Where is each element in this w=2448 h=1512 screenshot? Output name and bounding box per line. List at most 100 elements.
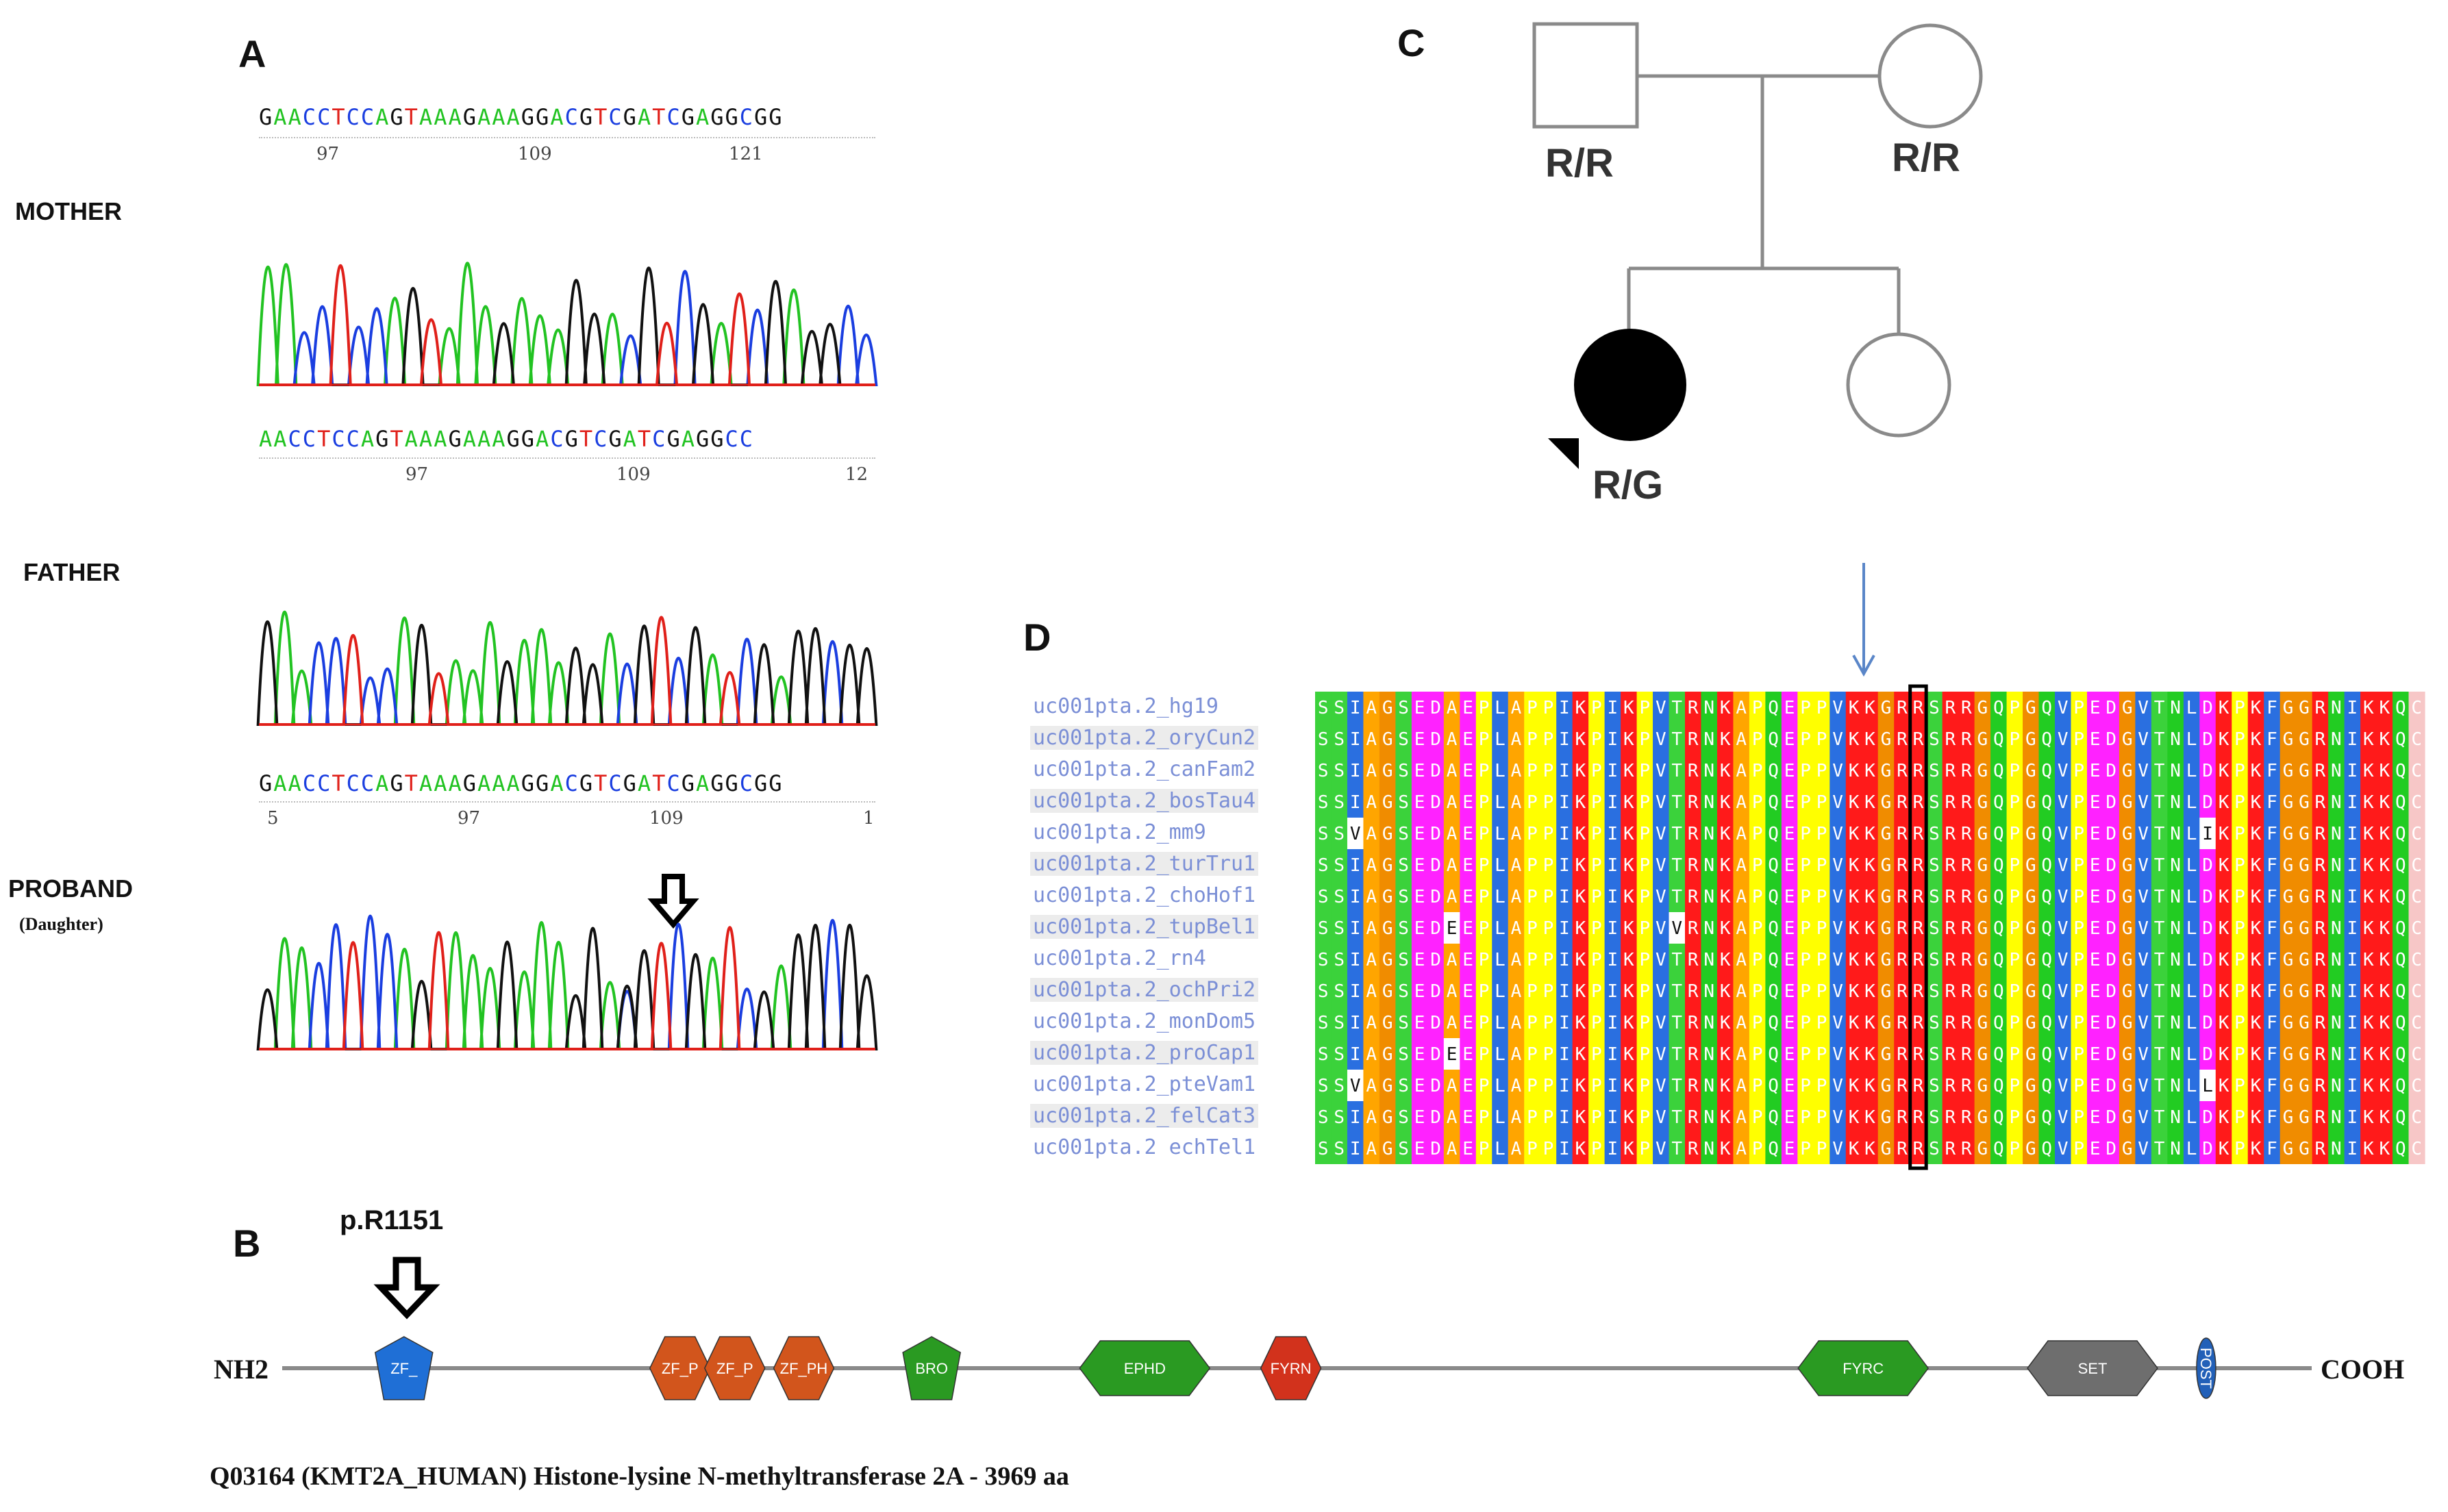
alignment-residue: P [1543,918,1554,939]
alignment-residue: V [2058,1139,2069,1159]
alignment-cell [2167,1007,2184,1038]
alignment-cell [2071,975,2088,1007]
alignment-residue: A [1736,887,1747,907]
alignment-residue: E [2090,855,2101,876]
alignment-residue: I [1608,887,1619,907]
alignment-cell [1508,1070,1525,1101]
alignment-cell [1427,975,1445,1007]
alignment-residue: P [2009,698,2020,718]
alignment-cell [2199,912,2216,944]
alignment-cell [2071,1070,2088,1101]
alignment-cell [1749,755,1766,786]
alignment-cell [2103,786,2120,818]
alignment-residue: E [1784,698,1795,718]
alignment-cell [1765,692,1782,723]
alignment-cell [1958,975,1975,1007]
alignment-residue: P [1639,950,1650,970]
alignment-cell [1797,1133,1814,1164]
alignment-cell [1443,975,1460,1007]
alignment-residue: P [1639,761,1650,781]
alignment-residue: T [1671,698,1682,718]
alignment-residue: P [1752,1013,1763,1033]
alignment-residue: Q [1768,1107,1779,1128]
alignment-residue: R [1961,1076,1972,1096]
alignment-cell [2167,1101,2184,1133]
alignment-cell [2328,1101,2345,1133]
species-name: uc001pta.2_hg19 [1033,694,1219,718]
alignment-cell [1845,692,1862,723]
alignment-residue: Q [2395,981,2406,1002]
alignment-cell [2055,818,2072,849]
alignment-residue: P [2009,1139,2020,1159]
alignment-residue: K [1849,1013,1860,1033]
alignment-cell [1331,1133,1348,1164]
alignment-residue: P [1479,981,1490,1002]
alignment-residue: P [1800,950,1811,970]
alignment-residue: G [1382,918,1393,939]
alignment-residue: S [1318,698,1329,718]
alignment-residue: E [1447,1044,1458,1065]
alignment-cell [1604,1038,1621,1070]
alignment-cell [2023,912,2040,944]
alignment-residue: L [1495,1044,1506,1065]
alignment-residue: Q [2041,1076,2052,1096]
alignment-residue: K [2379,792,2390,813]
alignment-cell [2199,755,2216,786]
alignment-residue: L [1495,1139,1506,1159]
alignment-cell [1524,723,1541,755]
mother-read-ruler [259,457,875,459]
alignment-cell [1621,1133,1638,1164]
alignment-cell [1588,786,1606,818]
alignment-residue: E [1462,855,1473,876]
alignment-cell [2071,849,2088,881]
alignment-cell [1427,692,1445,723]
alignment-cell [2006,818,2023,849]
alignment-residue: C [2411,792,2422,813]
alignment-cell [2296,944,2313,975]
alignment-cell [2167,755,2184,786]
alignment-cell [1556,975,1573,1007]
alignment-residue: Q [2395,1044,2406,1065]
alignment-residue: A [1366,1044,1377,1065]
alignment-cell [1862,1038,1879,1070]
alignment-residue: R [1945,887,1956,907]
alignment-residue: P [1800,824,1811,844]
alignment-cell [1958,1101,1975,1133]
alignment-cell [1669,1133,1686,1164]
alignment-residue: R [2315,950,2326,970]
alignment-cell [1926,1007,1943,1038]
alignment-cell [2038,944,2056,975]
domain-ephd [1079,1340,1211,1396]
alignment-residue: R [2315,792,2326,813]
alignment-residue: K [1623,698,1634,718]
alignment-residue: R [1913,981,1924,1002]
alignment-residue: P [1479,950,1490,970]
alignment-residue: K [2219,981,2230,1002]
alignment-residue: K [1864,1139,1875,1159]
alignment-cell [2264,975,2281,1007]
alignment-cell [1862,912,1879,944]
alignment-cell [1556,1007,1573,1038]
alignment-cell [1974,881,1991,912]
alignment-residue: P [1816,981,1827,1002]
alignment-cell [1379,912,1396,944]
alignment-cell [2247,881,2264,912]
alignment-residue: R [1688,824,1699,844]
alignment-residue: G [1977,729,1988,750]
alignment-residue: G [2283,761,2294,781]
alignment-cell [1765,755,1782,786]
alignment-residue: P [1527,981,1538,1002]
alignment-residue: I [1350,698,1361,718]
alignment-cell [2232,818,2249,849]
alignment-cell [1524,1133,1541,1164]
alignment-cell [1636,1133,1653,1164]
alignment-cell [1765,975,1782,1007]
pedigree-mother-circle [1877,23,1983,129]
species-name: uc001pta.2_choHof1 [1033,883,1256,907]
alignment-cell [2296,692,2313,723]
alignment-cell [1974,1101,1991,1133]
alignment-cell [1877,1007,1895,1038]
alignment-cell [2183,1038,2200,1070]
alignment-cell [1588,1038,1606,1070]
alignment-cell [2215,1007,2232,1038]
